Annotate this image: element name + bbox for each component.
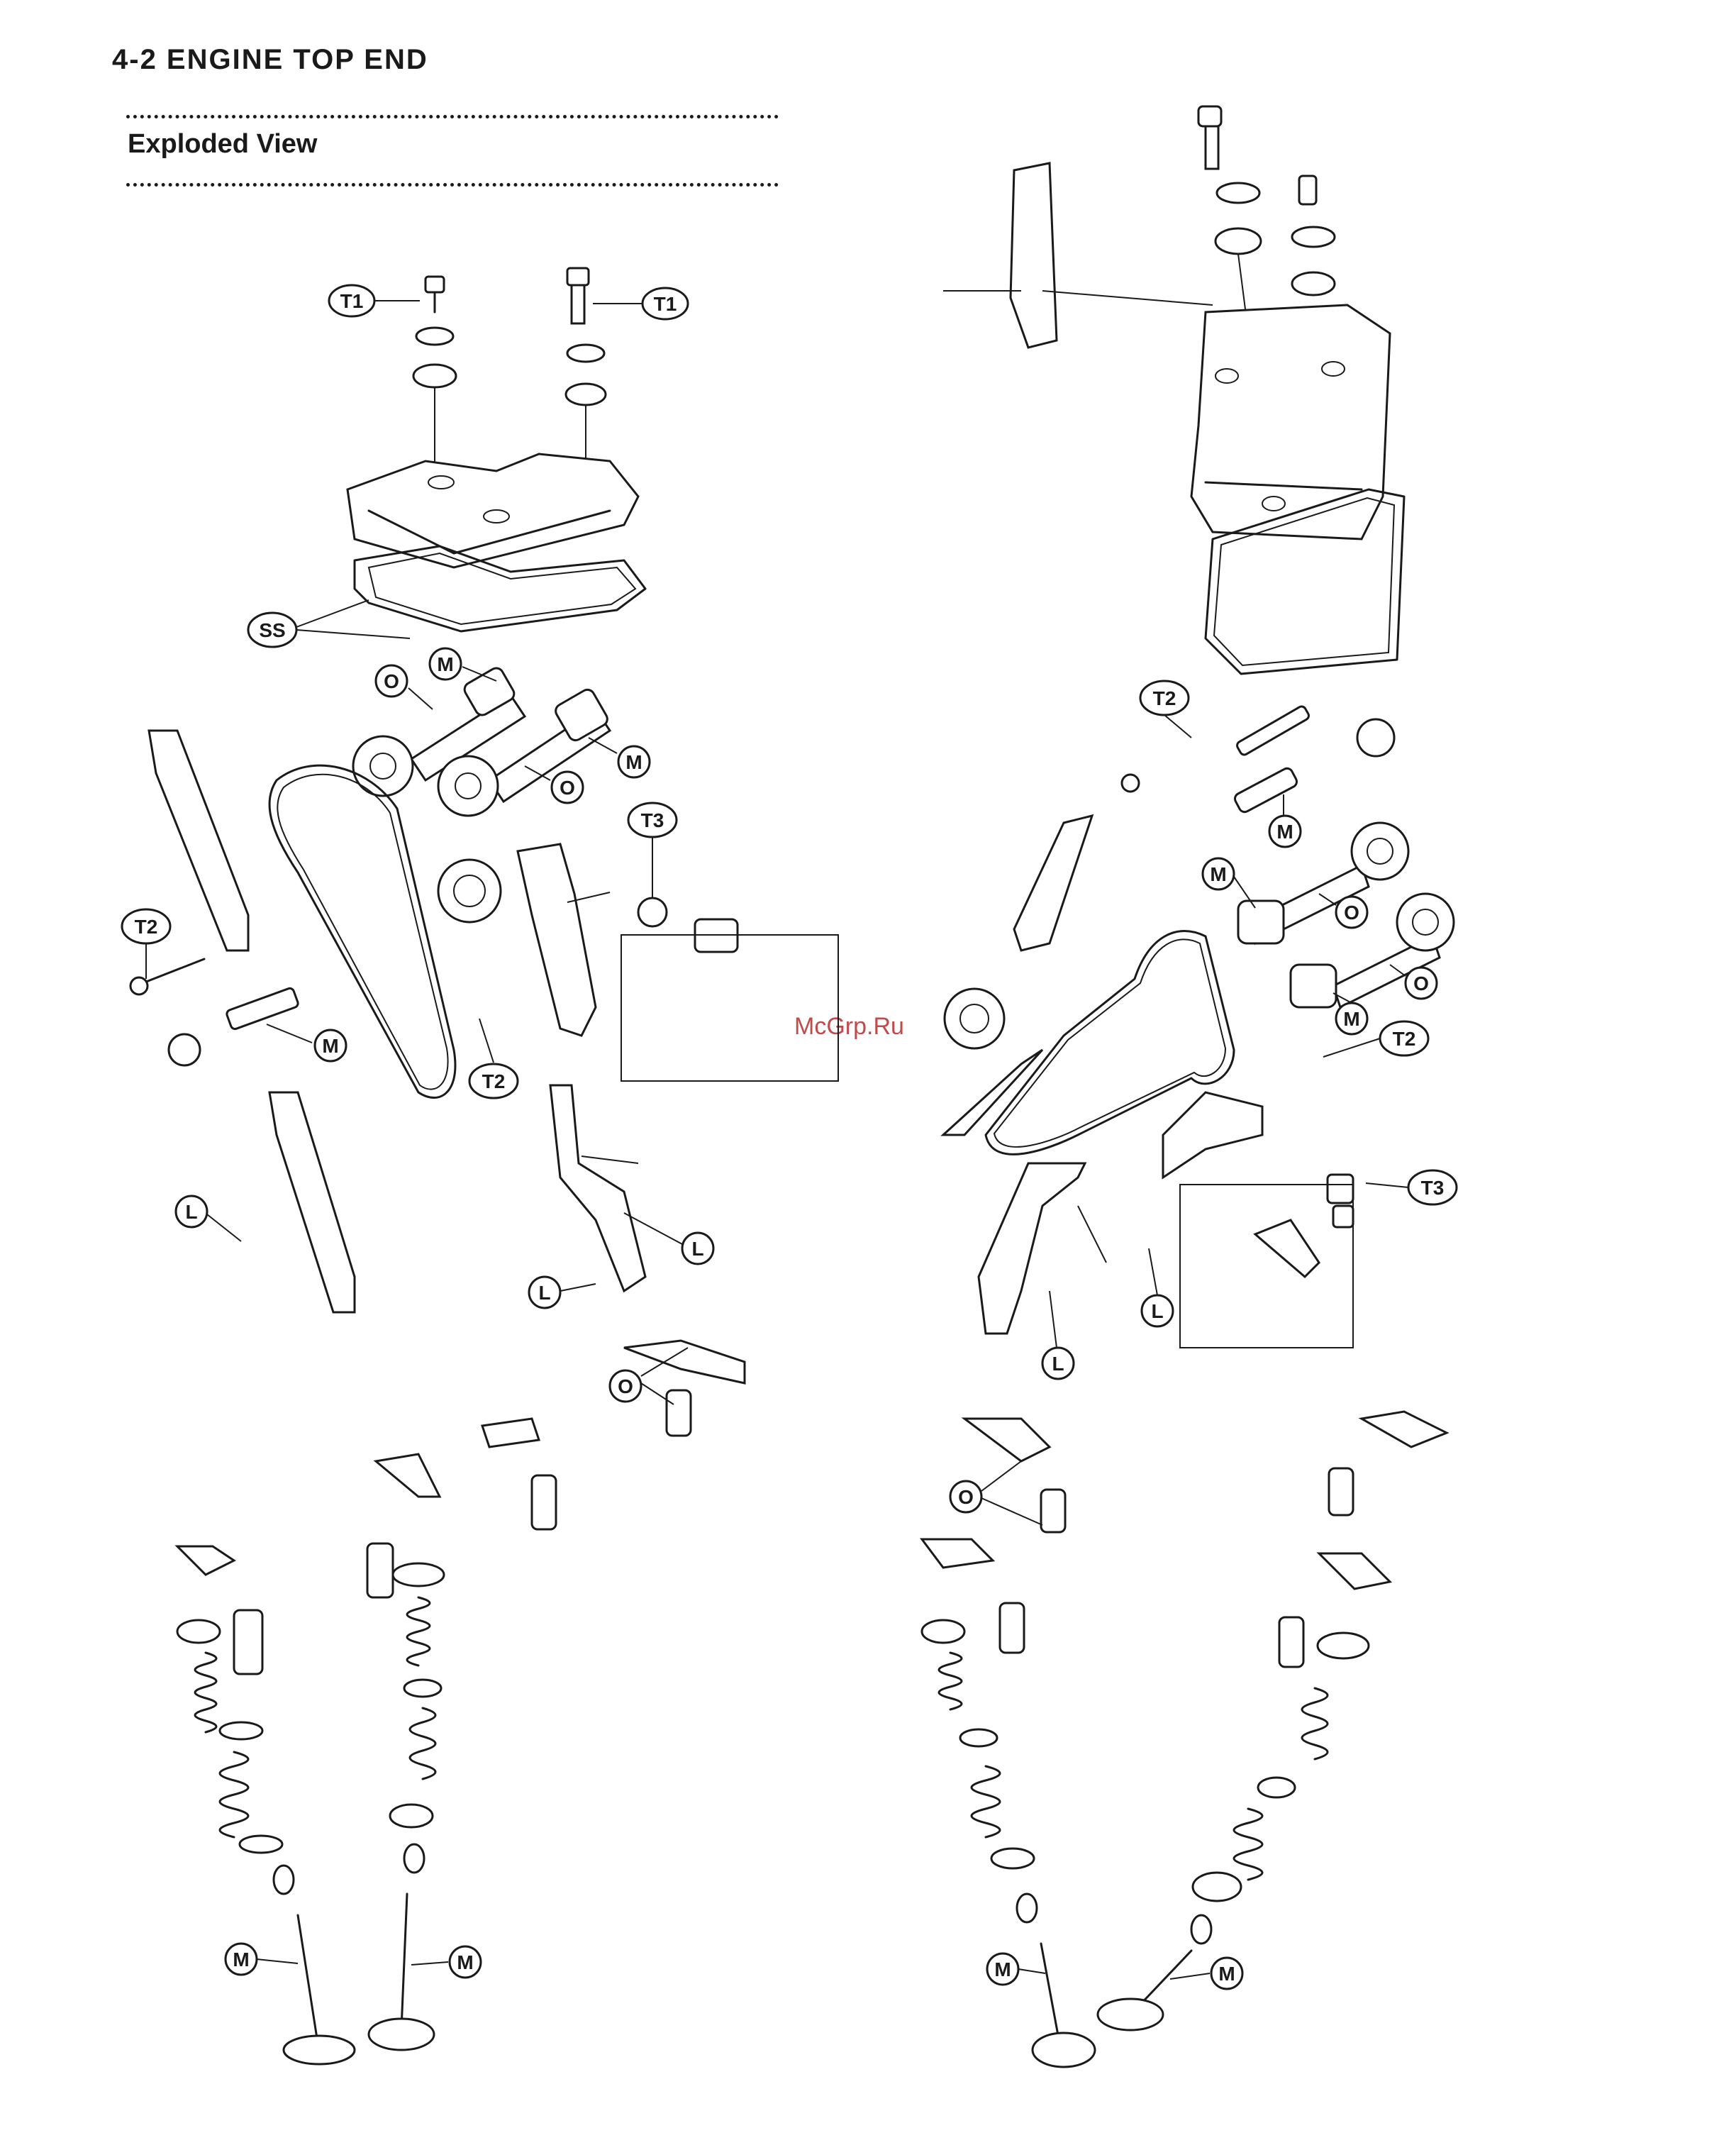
left-cylinder-head-cover-assembly <box>347 268 645 631</box>
svg-text:M: M <box>322 1035 338 1057</box>
svg-text:M: M <box>1276 821 1293 843</box>
valve-springs-right <box>922 1620 1369 1944</box>
valve-springs-left <box>177 1563 444 1894</box>
svg-text:T1: T1 <box>654 293 677 315</box>
svg-text:T2: T2 <box>1153 687 1176 709</box>
callout-t2-left-1: T2 <box>122 909 170 979</box>
callout-l-left-3: L <box>529 1277 596 1308</box>
svg-text:O: O <box>384 670 399 692</box>
svg-text:M: M <box>457 1951 473 1973</box>
callout-t2-left-2: T2 <box>469 1019 518 1098</box>
grommet <box>566 384 606 405</box>
grommet <box>413 365 456 387</box>
callout-t2-right-1: T2 <box>1140 681 1191 738</box>
svg-text:T2: T2 <box>135 916 158 938</box>
svg-text:T2: T2 <box>482 1070 506 1092</box>
svg-text:L: L <box>538 1282 550 1304</box>
svg-text:SS: SS <box>259 619 285 641</box>
svg-text:L: L <box>1052 1353 1064 1375</box>
rocker-arm-set-right <box>922 1163 1447 1667</box>
washer <box>416 328 453 345</box>
callout-o-right-1: O <box>1319 894 1367 928</box>
callout-l-right-1: L <box>1142 1248 1173 1326</box>
right-cylinder-head-cover-assembly <box>943 106 1404 674</box>
callout-m-left-4: M <box>226 1944 298 1975</box>
svg-text:T1: T1 <box>340 290 364 312</box>
rocker-arm-set-left <box>177 1085 745 1674</box>
tensioner-detail-box-left <box>621 935 838 1081</box>
sprocket-right <box>945 989 1004 1048</box>
svg-text:M: M <box>1343 1008 1359 1030</box>
callout-o-left-2: O <box>525 766 583 803</box>
svg-text:L: L <box>185 1201 197 1223</box>
svg-text:L: L <box>691 1238 703 1260</box>
callout-o-right-2: O <box>1390 965 1437 999</box>
callout-o-right-3: O <box>950 1461 1042 1525</box>
svg-text:O: O <box>1344 902 1359 924</box>
callout-m-right-4: M <box>987 1953 1045 1985</box>
callout-m-left-2: M <box>589 738 650 777</box>
chain-guide-right-upper <box>1014 816 1092 950</box>
tensioner-detail-box-right <box>1180 1185 1353 1348</box>
cam-chain-left <box>269 765 455 1097</box>
callout-m-right-1: M <box>1269 794 1301 847</box>
svg-text:M: M <box>437 653 453 675</box>
callout-m-left-3: M <box>267 1024 346 1061</box>
chain-guide-left-lower <box>269 1092 355 1312</box>
svg-text:T2: T2 <box>1393 1028 1416 1050</box>
svg-text:O: O <box>560 777 575 799</box>
valves-left <box>284 1894 434 2064</box>
svg-text:M: M <box>625 751 642 773</box>
chain-guide-right-lower <box>943 1050 1042 1135</box>
sprocket-left <box>438 860 501 922</box>
svg-text:M: M <box>994 1958 1011 1980</box>
callout-l-right-2: L <box>1042 1291 1074 1379</box>
spark-plug-cap-cover <box>1011 163 1057 348</box>
rocker-shaft-left <box>130 959 299 1065</box>
svg-text:O: O <box>958 1486 974 1508</box>
svg-text:M: M <box>1218 1963 1235 1985</box>
cover-bolt-left <box>425 277 444 312</box>
camshaft-right-upper <box>1238 823 1408 943</box>
washer <box>567 345 604 362</box>
callout-t1-left: T1 <box>329 285 420 316</box>
svg-text:O: O <box>1413 972 1429 994</box>
callout-l-left-1: L <box>176 1196 241 1241</box>
callout-m-left-5: M <box>411 1946 481 1978</box>
svg-text:L: L <box>1151 1300 1163 1322</box>
valves-right <box>1033 1944 1191 2067</box>
callout-t3-right: T3 <box>1366 1170 1457 1204</box>
callout-m-left-1: M <box>430 648 496 681</box>
callout-t1-right: T1 <box>593 288 688 319</box>
svg-text:M: M <box>233 1949 249 1971</box>
svg-text:T3: T3 <box>641 809 664 831</box>
svg-text:T3: T3 <box>1421 1177 1445 1199</box>
chain-tensioner-left <box>518 844 738 1036</box>
rocker-shaft-right <box>1122 705 1394 814</box>
svg-text:O: O <box>618 1375 633 1397</box>
svg-text:M: M <box>1210 863 1226 885</box>
callout-o-left-1: O <box>376 665 433 709</box>
callout-t3-left: T3 <box>628 803 677 898</box>
cylinder-head-cover-right <box>1191 305 1390 539</box>
cover-bolt-right <box>567 268 589 323</box>
